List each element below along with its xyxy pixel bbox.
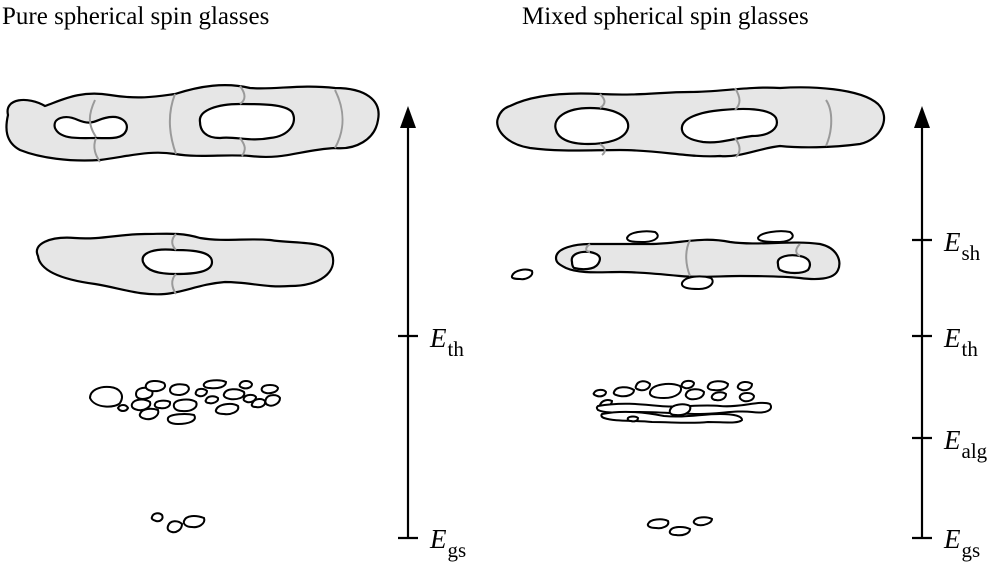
pure-label-eth-symbol: E	[430, 323, 447, 353]
mixed-label-ealg-symbol: E	[944, 425, 961, 455]
mixed-label-ealg-sub: alg	[961, 439, 988, 463]
mixed-label-egs-symbol: E	[944, 524, 961, 554]
mixed-label-esh: Esh	[944, 227, 980, 264]
mixed-ground-state-fragments	[646, 516, 714, 537]
mixed-label-esh-symbol: E	[944, 227, 961, 257]
panel-title-mixed: Mixed spherical spin glasses	[522, 3, 809, 30]
pure-axis-arrowhead	[400, 106, 416, 128]
pure-near-threshold-fragments	[88, 379, 282, 426]
pure-ground-state-fragments	[150, 512, 206, 534]
mixed-label-egs-sub: gs	[961, 538, 981, 562]
panel-title-pure: Pure spherical spin glasses	[2, 3, 270, 30]
pure-label-egs-sub: gs	[447, 538, 467, 562]
mixed-label-eth: Eth	[944, 323, 978, 360]
pure-label-eth: Eth	[430, 323, 464, 360]
mixed-label-ealg: Ealg	[944, 425, 987, 462]
mixed-label-esh-sub: sh	[961, 241, 981, 265]
mixed-axis-arrowhead	[914, 106, 930, 128]
pure-top-level-region	[5, 84, 380, 163]
pure-label-egs: Egs	[430, 524, 466, 561]
mixed-near-threshold-fragments	[592, 379, 772, 424]
pure-label-eth-sub: th	[447, 337, 464, 361]
mixed-top-level-region	[496, 86, 886, 158]
pure-energy-axis	[398, 106, 418, 540]
mixed-energy-axis	[912, 106, 932, 540]
mixed-middle-level-region	[510, 230, 841, 291]
mixed-label-eth-symbol: E	[944, 323, 961, 353]
mixed-label-egs: Egs	[944, 524, 980, 561]
pure-label-egs-symbol: E	[430, 524, 447, 554]
pure-middle-level-region	[35, 232, 335, 296]
mixed-label-eth-sub: th	[961, 337, 978, 361]
